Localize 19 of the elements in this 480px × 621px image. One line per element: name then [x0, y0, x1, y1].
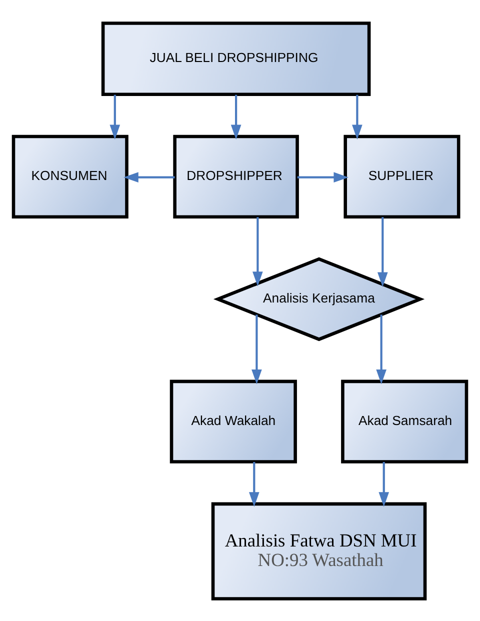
node-diamond: Analisis Kerjasama [213, 256, 425, 341]
arrow [297, 172, 348, 182]
node-box: KONSUMEN [12, 134, 128, 218]
arrow [378, 461, 390, 506]
node-box: JUAL BELI DROPSHIPPING [101, 21, 371, 96]
arrow [248, 461, 260, 506]
node-box: Akad Samsarah [341, 379, 468, 463]
arrow [124, 172, 175, 182]
arrow [377, 216, 388, 287]
arrow [376, 314, 386, 384]
arrow [252, 216, 263, 286]
node-box: Analisis Fatwa DSN MUI NO:93 Wasathah [211, 502, 427, 600]
node-box: Akad Wakalah [170, 379, 297, 463]
arrow [352, 94, 362, 140]
arrow [252, 314, 262, 384]
arrow [110, 94, 120, 140]
node-box: DROPSHIPPER [173, 134, 299, 218]
arrow [230, 94, 242, 140]
node-box: SUPPLIER [344, 134, 460, 218]
